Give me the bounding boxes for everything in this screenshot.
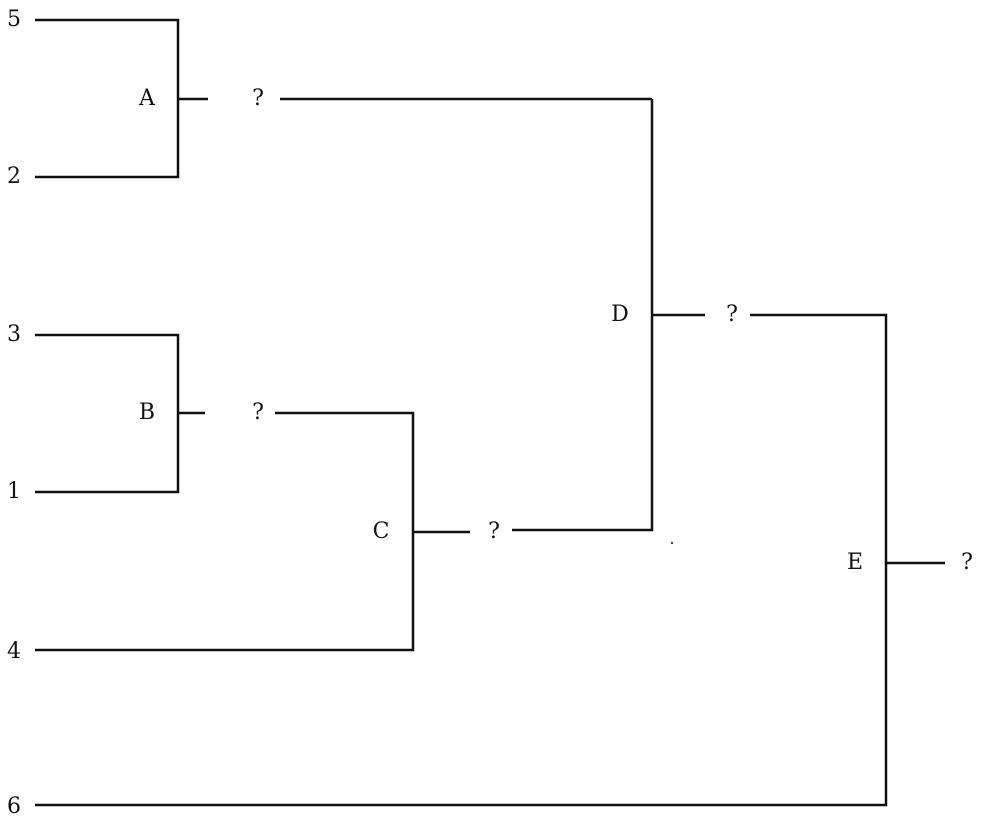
entrant-4: 4 — [7, 639, 21, 664]
connector-b-to-c — [35, 411, 415, 652]
match-result-a: ? — [252, 86, 264, 111]
match-label-a: A — [138, 86, 156, 111]
match-label-d: D — [611, 302, 629, 327]
match-result-d: ? — [726, 302, 738, 327]
entrant-2: 2 — [7, 164, 21, 189]
match-result-b: ? — [252, 400, 264, 425]
match-label-e: E — [847, 550, 863, 575]
match-label-b: B — [139, 400, 155, 425]
connector-d-to-e — [35, 313, 888, 807]
entrant-6: 6 — [7, 794, 21, 819]
match-result-e: ? — [961, 550, 973, 575]
match-result-c: ? — [488, 519, 500, 544]
entrant-1: 1 — [7, 479, 21, 504]
stray-dot — [670, 541, 674, 545]
connector-c-to-d — [512, 99, 654, 532]
bracket-line-a — [35, 18, 180, 179]
match-label-c: C — [373, 519, 390, 544]
bracket-line-b — [35, 333, 180, 494]
entrant-5: 5 — [7, 7, 21, 32]
entrant-3: 3 — [7, 322, 21, 347]
